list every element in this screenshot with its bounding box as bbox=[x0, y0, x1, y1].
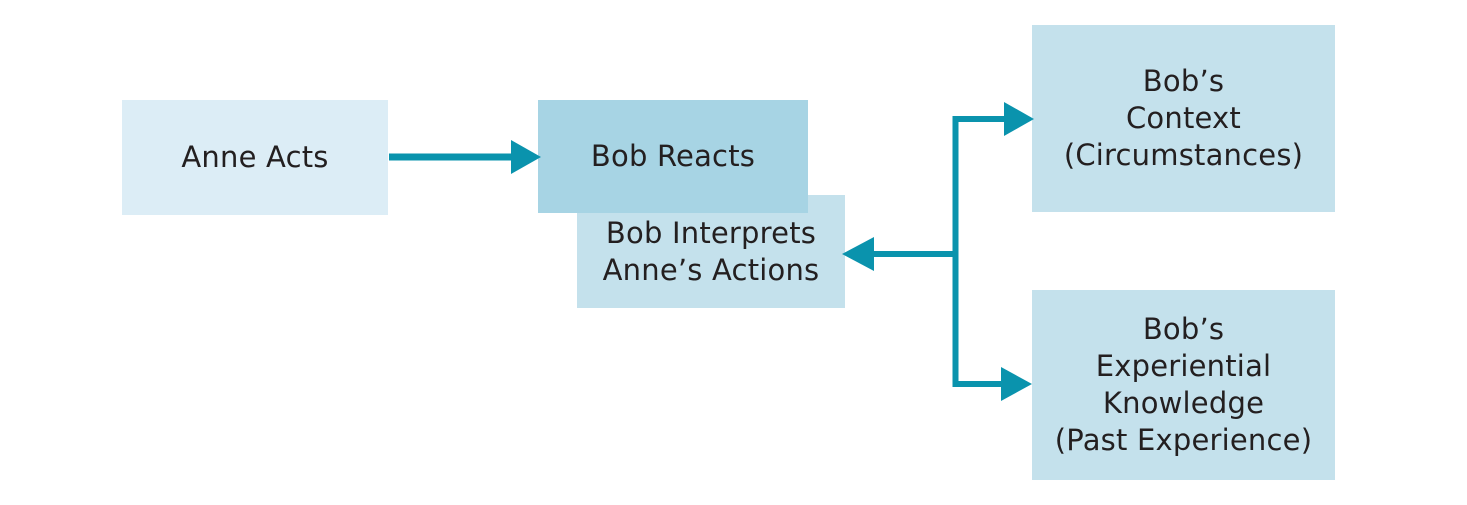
branch-trunk bbox=[952, 116, 1006, 387]
box-bobs-context-label: Bob’s Context (Circumstances) bbox=[1063, 64, 1304, 172]
arrow-right-head-icon bbox=[511, 140, 541, 174]
arrow-right-head-icon bbox=[1004, 102, 1034, 136]
box-bobs-knowledge-label: Bob’s Experiential Knowledge (Past Exper… bbox=[1054, 312, 1313, 457]
box-bob-reacts: Bob Reacts bbox=[538, 100, 808, 213]
box-bobs-context: Bob’s Context (Circumstances) bbox=[1032, 25, 1335, 212]
arrow-right-head-icon bbox=[1001, 367, 1032, 401]
box-bob-interprets-label: Bob Interprets Anne’s Actions bbox=[602, 215, 820, 287]
box-bob-interprets: Bob Interprets Anne’s Actions bbox=[577, 195, 845, 308]
arrow-left-head-icon bbox=[842, 237, 874, 271]
box-bobs-knowledge: Bob’s Experiential Knowledge (Past Exper… bbox=[1032, 290, 1335, 480]
box-anne-acts-label: Anne Acts bbox=[181, 140, 329, 174]
box-anne-acts: Anne Acts bbox=[122, 100, 388, 215]
arrow-anne-to-bob-reacts bbox=[389, 140, 541, 174]
box-bob-reacts-label: Bob Reacts bbox=[590, 139, 756, 173]
branch-connector bbox=[842, 102, 1034, 401]
